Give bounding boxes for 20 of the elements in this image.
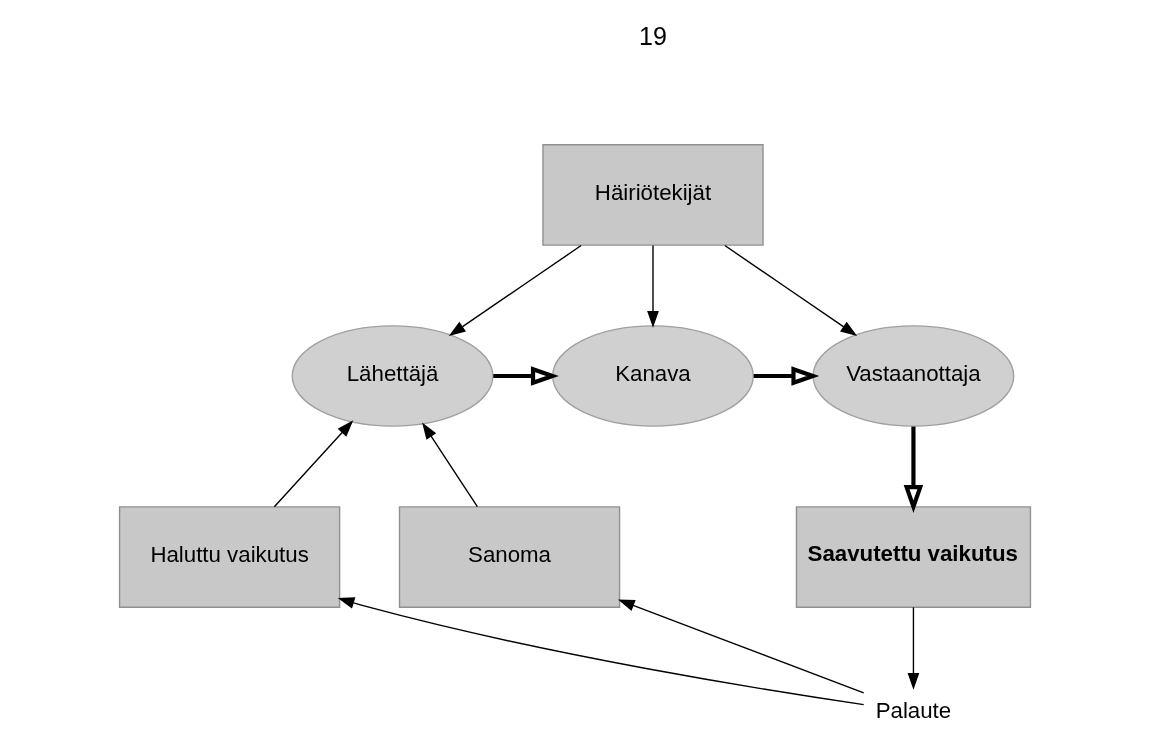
- arrow: [617, 599, 864, 694]
- arrow: [273, 420, 353, 508]
- arrow: [907, 606, 919, 690]
- arrow: [646, 244, 659, 328]
- arrow: [903, 426, 923, 513]
- node-text: Palaute: [875, 698, 951, 724]
- node-box: Häiriötekijät: [541, 144, 764, 246]
- arrow: [723, 244, 857, 337]
- arrow: [421, 422, 478, 508]
- node-ellipse: Kanava: [551, 325, 754, 427]
- arrow: [753, 366, 819, 386]
- label: 19: [638, 22, 667, 51]
- node-box: Sanoma: [398, 506, 620, 608]
- node-box: Saavutettu vaikutus: [795, 506, 1031, 608]
- arrow: [492, 366, 559, 386]
- node-ellipse: Vastaanottaja: [811, 325, 1014, 427]
- node-box: Haluttu vaikutus: [118, 506, 340, 608]
- arrow: [448, 244, 582, 337]
- node-ellipse: Lähettäjä: [291, 325, 494, 427]
- arrow: [337, 597, 864, 706]
